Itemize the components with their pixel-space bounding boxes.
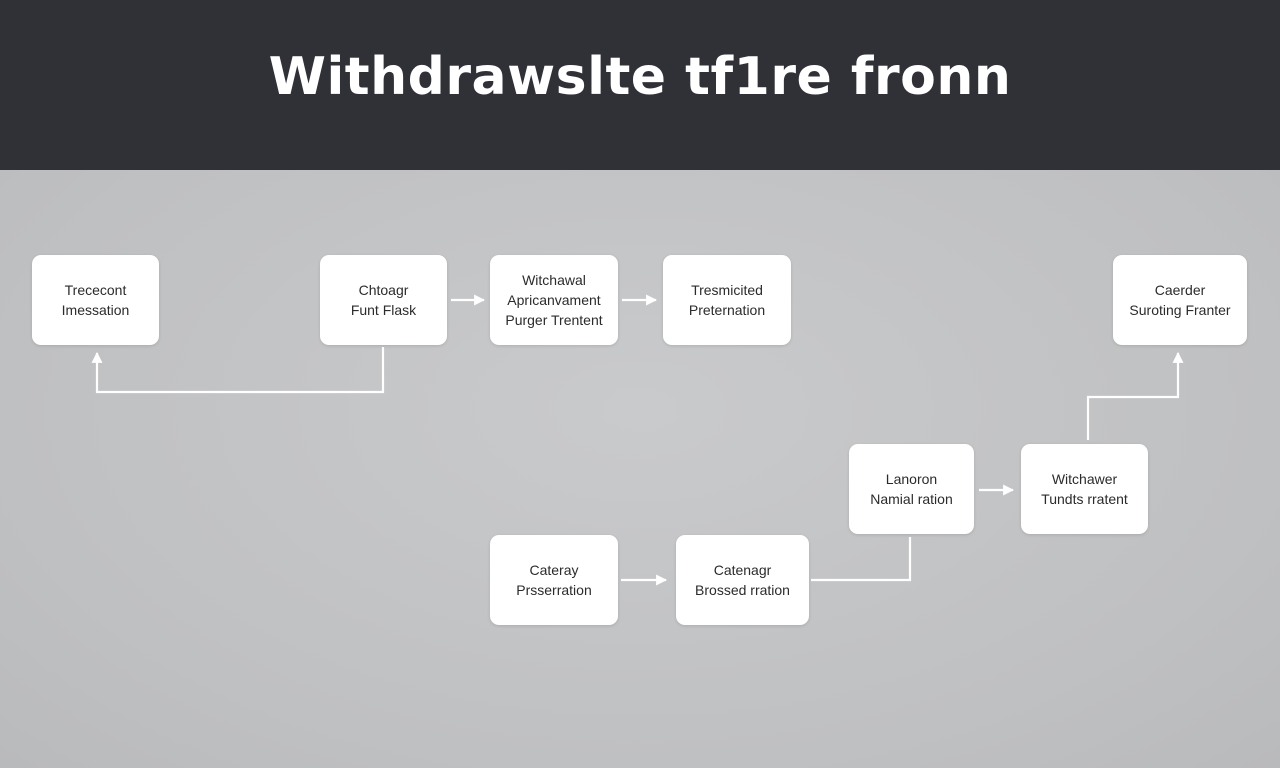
- node-label-line: Tundts rratent: [1041, 491, 1128, 507]
- connector-n7-to-n5: [1086, 351, 1184, 440]
- node-label-line: Apricanvament: [507, 292, 601, 308]
- node-label-line: Funt Flask: [350, 302, 417, 318]
- connector-n9-to-n6: [811, 537, 912, 582]
- node-label-line: Brossed rration: [695, 582, 790, 598]
- node-label-line: Tresmicited: [691, 282, 763, 298]
- node-label-line: Witchawal: [522, 272, 586, 288]
- node-label-line: Cateray: [529, 562, 579, 578]
- node-label-line: Caerder: [1154, 282, 1206, 298]
- node-label-line: Lanoron: [885, 471, 938, 487]
- node-label-line: Chtoagr: [358, 282, 409, 298]
- node-label-line: Trececont: [64, 282, 127, 298]
- node-label-line: Purger Trentent: [505, 312, 603, 328]
- node-label-line: Imessation: [61, 302, 130, 318]
- connector-n2-to-n1: [91, 347, 385, 394]
- page-title: Withdrawslte tf1re fronn: [268, 47, 1012, 107]
- node-label-line: Preternation: [688, 302, 766, 318]
- node-label-line: Namial ration: [870, 491, 953, 507]
- node-label-line: Witchawer: [1051, 471, 1118, 487]
- node-label-line: Suroting Franter: [1129, 302, 1231, 318]
- node-label-line: Catenagr: [713, 562, 772, 578]
- title-bar: Withdrawslte tf1re fronn: [0, 0, 1280, 170]
- node-label-line: Prsserration: [516, 582, 592, 598]
